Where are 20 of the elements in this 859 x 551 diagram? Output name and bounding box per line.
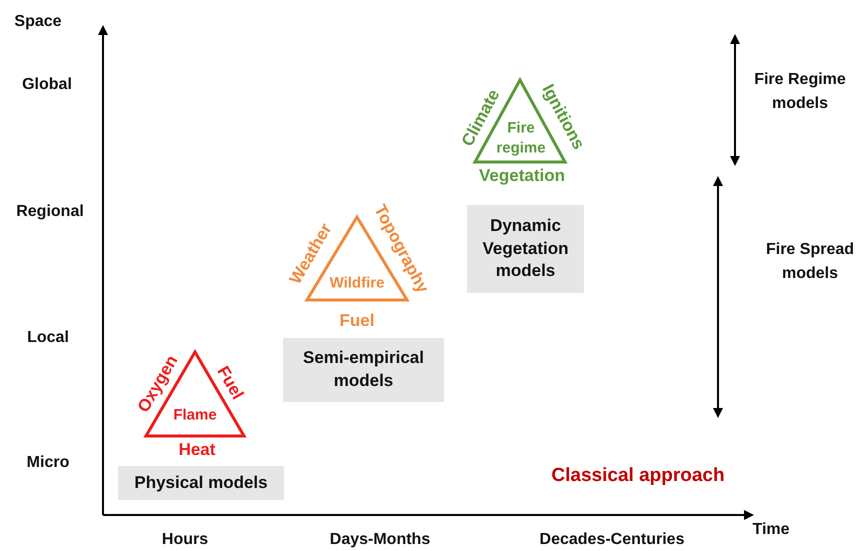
- scale-label: Micro: [26, 454, 70, 472]
- triangle-label: Fire regime: [496, 120, 546, 158]
- scale-label: Local: [27, 329, 69, 347]
- scale-label: Days-Months: [330, 531, 430, 549]
- side-label: Heat: [178, 440, 216, 460]
- side-label: Vegetation: [479, 166, 565, 186]
- range-label: Fire Regime models: [753, 70, 847, 114]
- model-box: Physical models: [118, 466, 284, 500]
- range-label: Fire Spread models: [764, 240, 856, 284]
- side-label: Fuel: [340, 311, 374, 331]
- scale-label: Decades-Centuries: [540, 531, 684, 549]
- scale-label: Hours: [162, 531, 208, 549]
- scale-label: Regional: [16, 203, 84, 221]
- axis-title: Time: [752, 521, 790, 539]
- model-box: Semi-empirical models: [283, 338, 444, 402]
- axis-title: Space: [14, 13, 62, 31]
- triangle-label: Flame: [173, 406, 217, 424]
- note-text: Classical approach: [551, 465, 725, 487]
- model-box: Dynamic Vegetation models: [467, 205, 584, 293]
- scale-label: Global: [22, 76, 72, 94]
